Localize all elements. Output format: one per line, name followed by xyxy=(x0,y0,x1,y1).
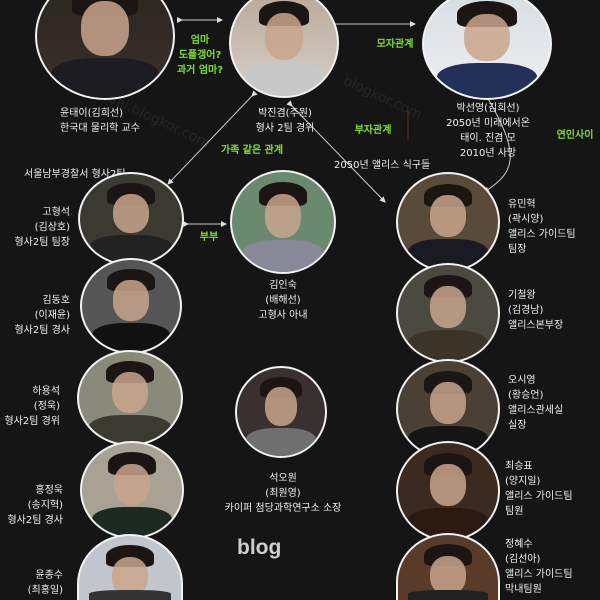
photo-seok-owon xyxy=(235,366,327,458)
relation-mother-son: 모자관계 xyxy=(376,39,414,50)
photo-go-hyeongseok xyxy=(78,172,184,266)
arrow-father-son xyxy=(286,100,386,203)
photo-yoo-minhyeok xyxy=(396,172,500,272)
label-yoon-jongsu: 윤종수(최홍일) xyxy=(27,570,63,596)
label-hong-jeonguk: 홍정욱(송지혁)형사2팀 경사 xyxy=(7,485,63,526)
photo-yoon-taei xyxy=(35,0,175,100)
label-ha-yongseok: 하용석(정욱)형사2팀 경위 xyxy=(4,386,60,427)
photo-park-jingyeom xyxy=(229,0,339,98)
label-seok-owon: 석오원(최원영)카이퍼 첨당과학연구소 소장 xyxy=(224,473,342,514)
photo-park-seonyoung xyxy=(422,0,552,100)
label-kim-insuk: 김인숙(배해선)고형사 아내 xyxy=(258,280,308,321)
photo-choi-seungpyo xyxy=(396,441,500,541)
group-police: 서울남부경찰서 형사2팀 xyxy=(24,169,126,180)
blog-watermark: blog xyxy=(237,536,282,559)
photo-gi-cheolwang xyxy=(396,263,500,363)
photo-kim-dongho xyxy=(80,258,182,354)
group-alice: 2050년 앨리스 식구들 xyxy=(334,160,431,171)
label-yoon-taei: 윤태이(김희선)한국대 물리학 교수 xyxy=(60,108,140,134)
label-park-jingyeom: 박진겸(주원)형사 2팀 경위 xyxy=(255,108,315,134)
relation-family-like: 가족 같은 관계 xyxy=(220,145,284,156)
label-kim-dongho: 김동호(이재윤)형사2팀 경사 xyxy=(14,295,70,336)
label-gi-cheolwang: 기철왕(김경남)앨리스본부장 xyxy=(508,290,564,331)
label-go-hyeongseok: 고형석(김상호)형사2팀 팀장 xyxy=(14,207,70,248)
arrow-lovers xyxy=(472,76,511,193)
photo-kim-insuk xyxy=(230,170,336,274)
relation-lovers: 연인사이 xyxy=(556,130,594,141)
photo-ha-yongseok xyxy=(77,350,183,446)
relation-father-son: 부자관계 xyxy=(354,125,392,136)
arrow-family-like xyxy=(167,90,258,185)
photo-hong-jeonguk xyxy=(80,441,184,539)
relation-couple: 부부 xyxy=(199,232,219,243)
